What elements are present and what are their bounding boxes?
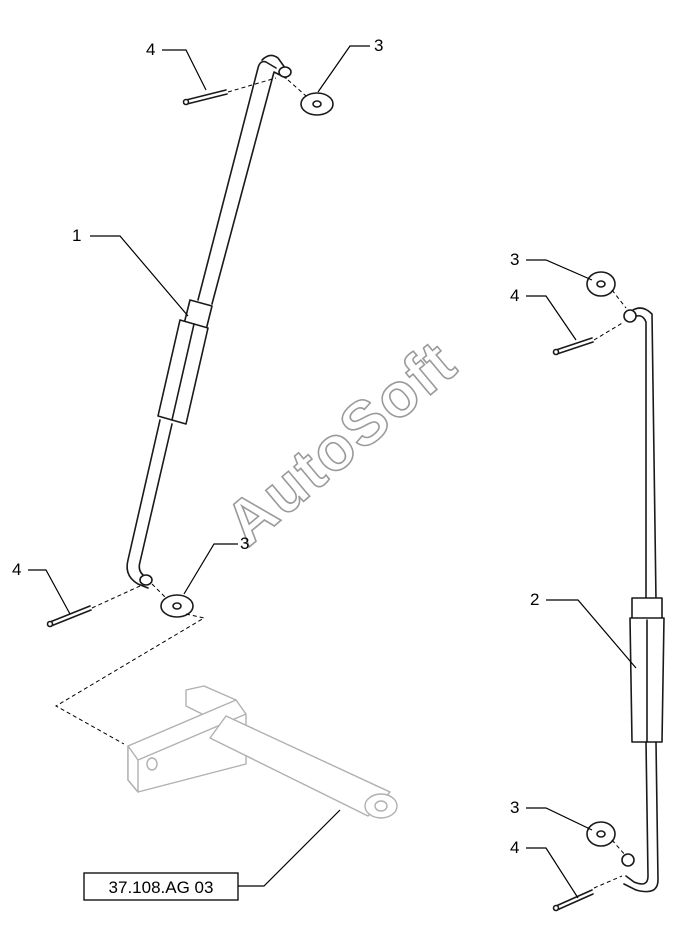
rod-part-2 (621, 307, 665, 893)
cotter-pin-left-top (182, 89, 228, 106)
washer-left-bottom (160, 594, 194, 618)
cotter-pin-right-top (552, 337, 594, 356)
assembly-guide-lines (54, 77, 627, 889)
washer-right-top (586, 271, 616, 297)
washer-left-top (300, 92, 334, 116)
callout-3: 3 (510, 798, 519, 817)
callout-2: 2 (530, 590, 539, 609)
cotter-pin-left-bottom (46, 605, 92, 628)
callout-4: 4 (510, 286, 519, 305)
callout-3: 3 (510, 250, 519, 269)
callout-3: 3 (374, 36, 383, 55)
reference-label: 37.108.AG 03 (109, 878, 214, 897)
callout-4: 4 (510, 838, 519, 857)
mounting-bracket (127, 685, 398, 819)
leader-lines (28, 45, 637, 899)
watermark: AutoSoft (213, 327, 470, 558)
rod-part-1 (126, 54, 292, 589)
cotter-pin-right-bottom (552, 889, 594, 912)
callout-4: 4 (146, 40, 155, 59)
callout-3: 3 (240, 534, 249, 553)
washer-right-bottom (586, 821, 616, 847)
callout-4: 4 (12, 560, 21, 579)
callout-1: 1 (72, 226, 81, 245)
reference-box[interactable]: 37.108.AG 03 (83, 872, 239, 901)
